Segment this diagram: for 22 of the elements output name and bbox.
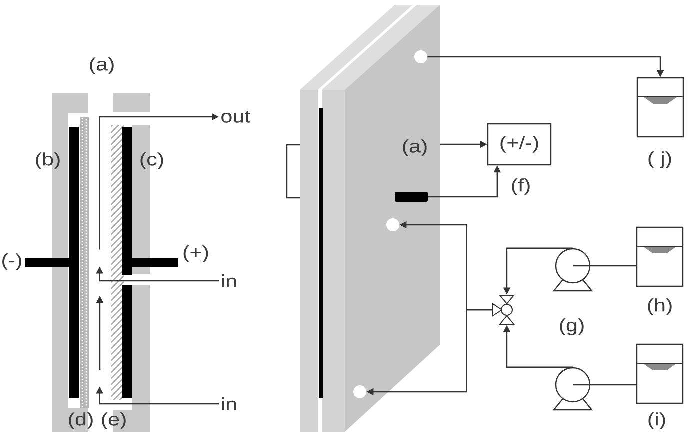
pipe-line xyxy=(573,384,636,386)
pipe-line xyxy=(573,265,636,267)
part-label: (a) xyxy=(90,58,114,74)
plate-stack: (a) xyxy=(300,5,440,432)
part-label: (i) xyxy=(648,412,666,430)
port-dot xyxy=(354,386,366,398)
flow-label: in xyxy=(222,397,236,410)
supply-box: (+/-) xyxy=(487,123,552,166)
flow-label: in xyxy=(222,274,236,288)
port-dot xyxy=(414,50,428,64)
part-label: ( j) xyxy=(648,152,672,168)
part-label: (e) xyxy=(102,412,126,430)
part-label: (d) xyxy=(69,412,93,430)
part-label: (g) xyxy=(560,318,584,336)
part-label: (f) xyxy=(512,178,530,196)
part-label: (c) xyxy=(140,152,164,170)
valve-symbol xyxy=(492,295,516,325)
flow-label: out xyxy=(222,111,251,123)
part-label: (b) xyxy=(36,152,60,170)
terminal-bar xyxy=(395,192,428,202)
port-dot xyxy=(386,218,400,232)
part-label: (h) xyxy=(648,298,672,316)
